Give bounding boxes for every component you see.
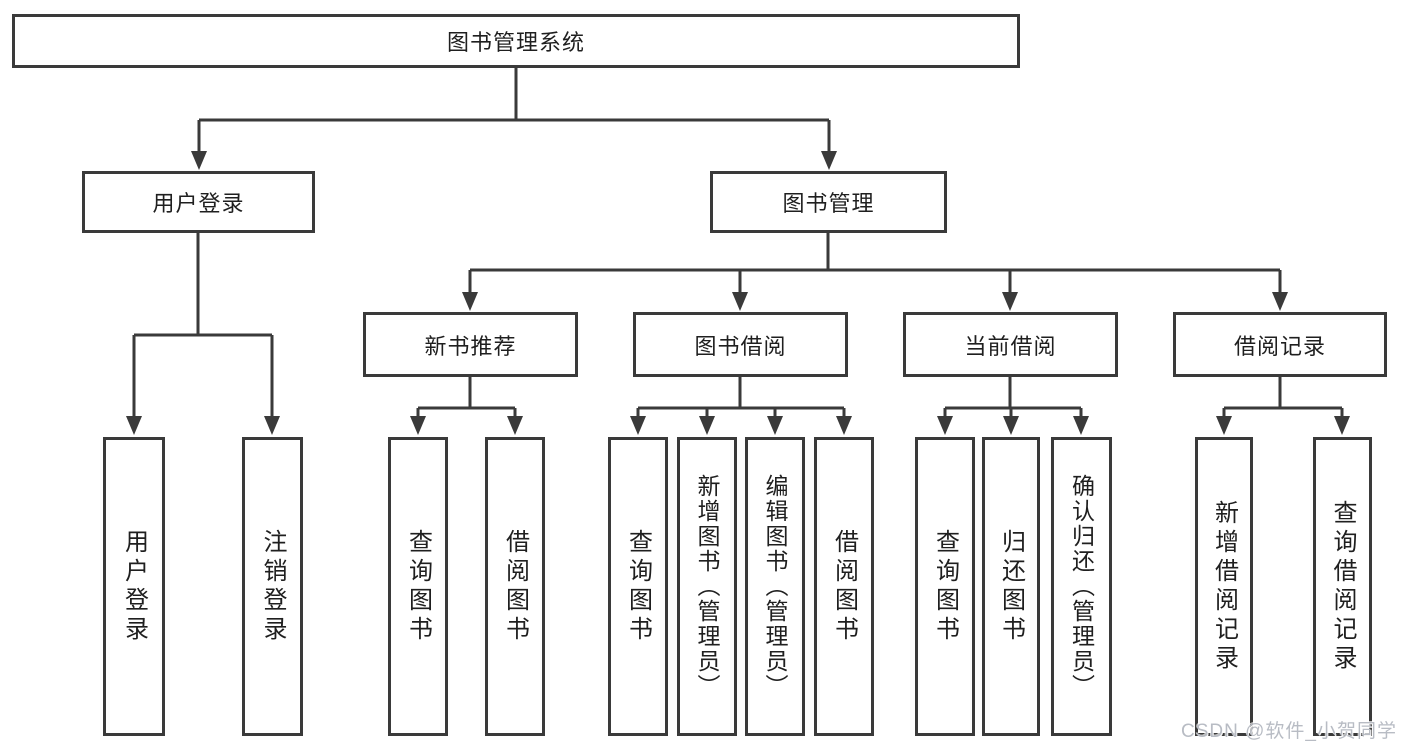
node-user-login: 用户登录 bbox=[82, 171, 315, 233]
leaf-borrow-books-borrowing: 借阅图书 bbox=[814, 437, 874, 736]
connector-new-book-children bbox=[416, 377, 517, 418]
node-book-management: 图书管理 bbox=[710, 171, 947, 233]
connector-current-borrowing-children bbox=[943, 377, 1083, 418]
connector-user-login-children bbox=[132, 233, 274, 418]
leaf-query-books-recommend: 查询图书 bbox=[388, 437, 448, 736]
leaf-query-books-borrowing: 查询图书 bbox=[608, 437, 668, 736]
leaf-confirm-return-admin: 确认归还（管理员） bbox=[1051, 437, 1112, 736]
node-book-borrowing: 图书借阅 bbox=[633, 312, 848, 377]
leaf-edit-books-admin: 编辑图书（管理员） bbox=[745, 437, 805, 736]
node-borrowing-records: 借阅记录 bbox=[1173, 312, 1387, 377]
leaf-query-books-current: 查询图书 bbox=[915, 437, 975, 736]
leaf-add-borrow-record: 新增借阅记录 bbox=[1195, 437, 1253, 736]
leaf-query-borrow-record: 查询借阅记录 bbox=[1313, 437, 1372, 736]
csdn-watermark: CSDN @软件_小贺同学 bbox=[1181, 721, 1397, 742]
leaf-user-login: 用户登录 bbox=[103, 437, 165, 736]
node-current-borrowing: 当前借阅 bbox=[903, 312, 1118, 377]
connector-root-to-level2 bbox=[197, 68, 831, 153]
node-root: 图书管理系统 bbox=[12, 14, 1020, 68]
connector-book-borrowing-children bbox=[636, 377, 846, 418]
connector-borrowing-records-children bbox=[1222, 377, 1344, 418]
leaf-return-books: 归还图书 bbox=[982, 437, 1040, 736]
leaf-add-books-admin: 新增图书（管理员） bbox=[677, 437, 737, 736]
leaf-logout: 注销登录 bbox=[242, 437, 303, 736]
leaf-borrow-books-recommend: 借阅图书 bbox=[485, 437, 545, 736]
connector-book-management-children bbox=[468, 233, 1282, 294]
node-new-book-recommend: 新书推荐 bbox=[363, 312, 578, 377]
